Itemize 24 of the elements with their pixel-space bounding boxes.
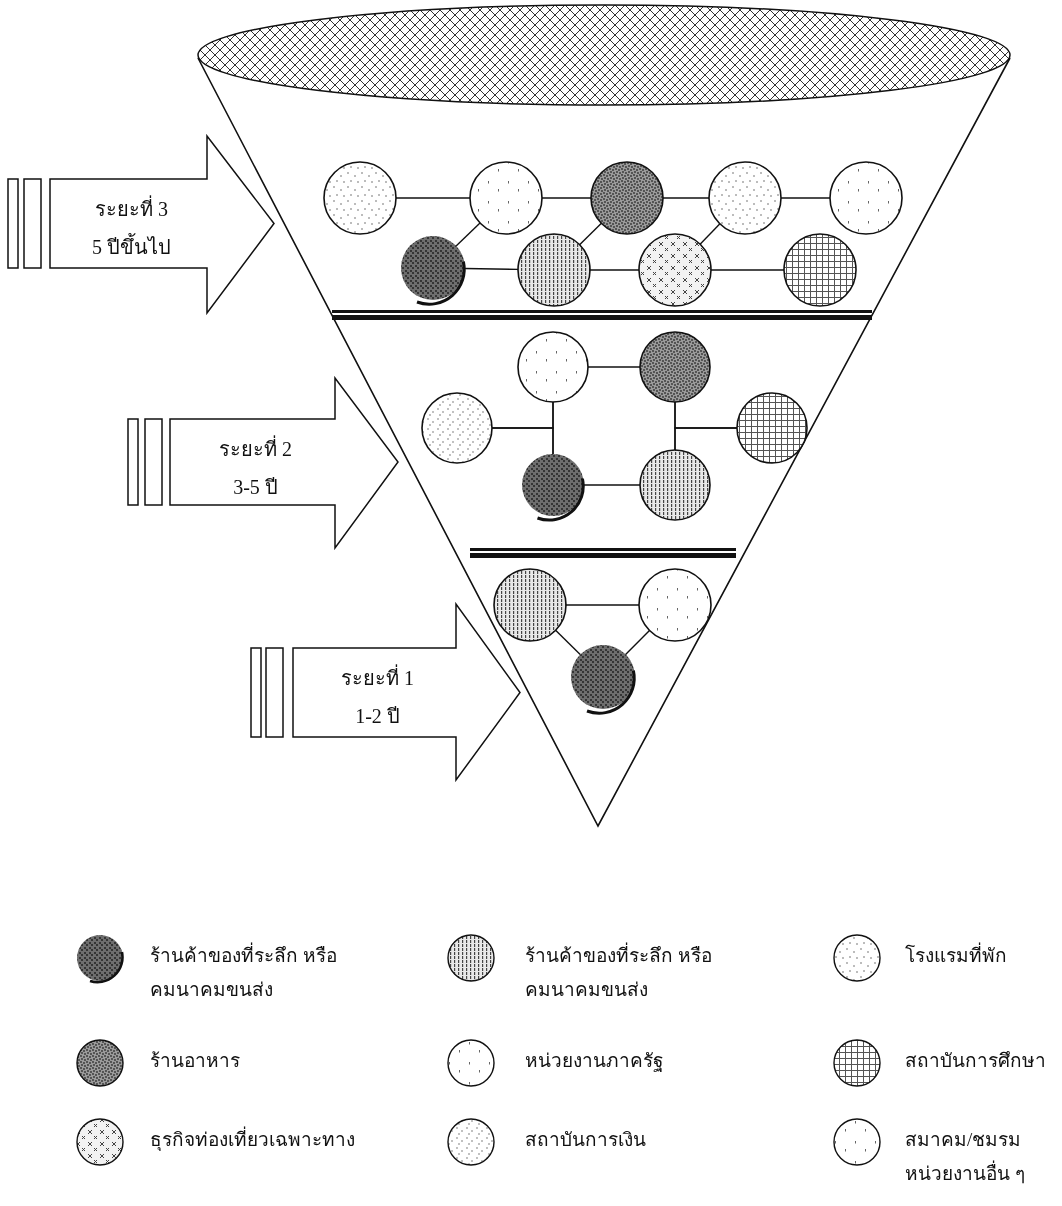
block-arrow (6, 134, 276, 317)
phase-label: ระยะที่ 3 (56, 193, 207, 225)
phase-label: 3-5 ปี (232, 475, 279, 500)
legend-text: ธุรกิจท่องเที่ยวเฉพาะทาง (150, 1123, 410, 1157)
legend-text: สถาบันการศึกษา (905, 1049, 1047, 1073)
phase-label: 5 ปีขึ้นไป (56, 231, 207, 263)
legend-text: หน่วยงานภาครัฐ (525, 1049, 664, 1074)
connector-line (699, 223, 721, 245)
connector-line (578, 222, 603, 246)
phase-label: ระยะที่ 1 (299, 662, 456, 694)
connector-line (554, 629, 581, 656)
legend-text: โรงแรมที่พัก (905, 939, 1055, 973)
legend-text: สถาบันการเงิน (525, 1128, 647, 1152)
connector-line (455, 222, 481, 247)
legend-text: ร้านค้าของที่ระลึก หรือ คมนาคมขนส่ง (150, 939, 390, 1007)
connector-line (674, 427, 738, 451)
legend-text: ร้านอาหาร (150, 1049, 241, 1073)
connector-line (583, 484, 641, 486)
connector-line (464, 267, 519, 271)
legend-text: ร้านค้าของที่ระลึก หรือ คมนาคมขนส่ง (525, 939, 765, 1007)
connector-line (624, 629, 651, 656)
phase-label: ระยะที่ 2 (176, 433, 335, 465)
legend-text: สมาคม/ชมรม หน่วยงานอื่น ๆ (905, 1128, 1026, 1186)
phase-label: 1-2 ปี (354, 704, 401, 729)
